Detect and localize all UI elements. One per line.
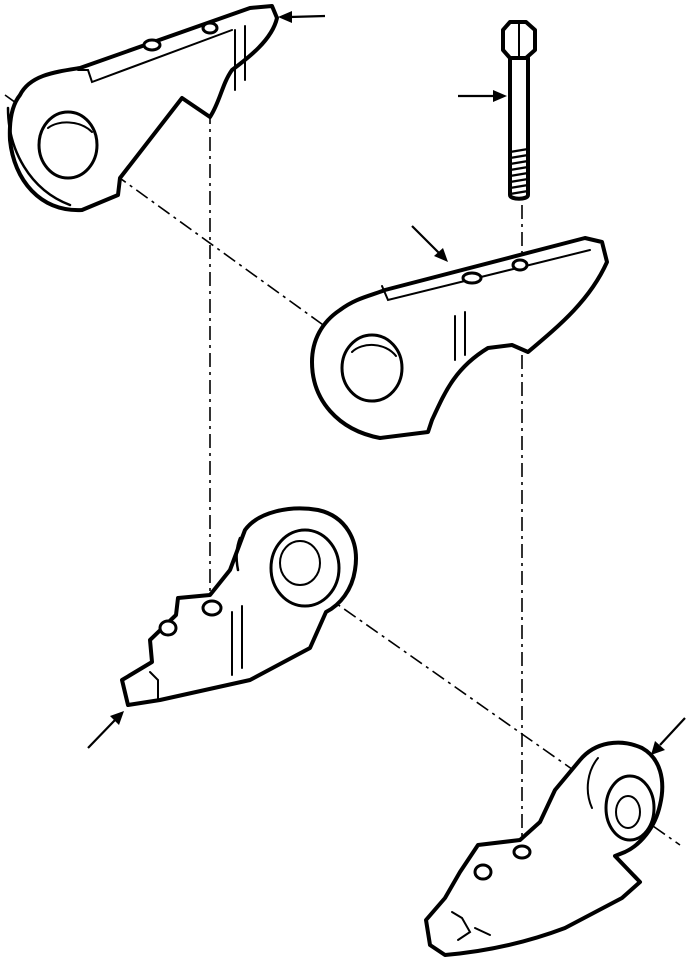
arrowhead-icon bbox=[651, 741, 665, 755]
upper-left-bracket bbox=[6, 4, 279, 213]
callout-mounting-bolt bbox=[458, 90, 507, 102]
center-bracket bbox=[310, 236, 609, 440]
arrowhead-icon bbox=[493, 90, 507, 102]
arrowhead-icon bbox=[278, 11, 292, 23]
lower-left-bracket bbox=[120, 506, 358, 707]
lower-right-bracket bbox=[424, 740, 665, 957]
alignment-centerlines bbox=[4, 94, 681, 850]
arrowhead-icon bbox=[434, 248, 448, 262]
callout-center-bracket bbox=[411, 225, 448, 262]
callout-lower-right-bracket bbox=[651, 717, 686, 755]
mounting-bolt bbox=[501, 20, 537, 201]
callout-upper-left-bracket bbox=[278, 11, 326, 23]
arrowhead-icon bbox=[110, 711, 124, 725]
callout-lower-left-bracket bbox=[87, 711, 124, 749]
